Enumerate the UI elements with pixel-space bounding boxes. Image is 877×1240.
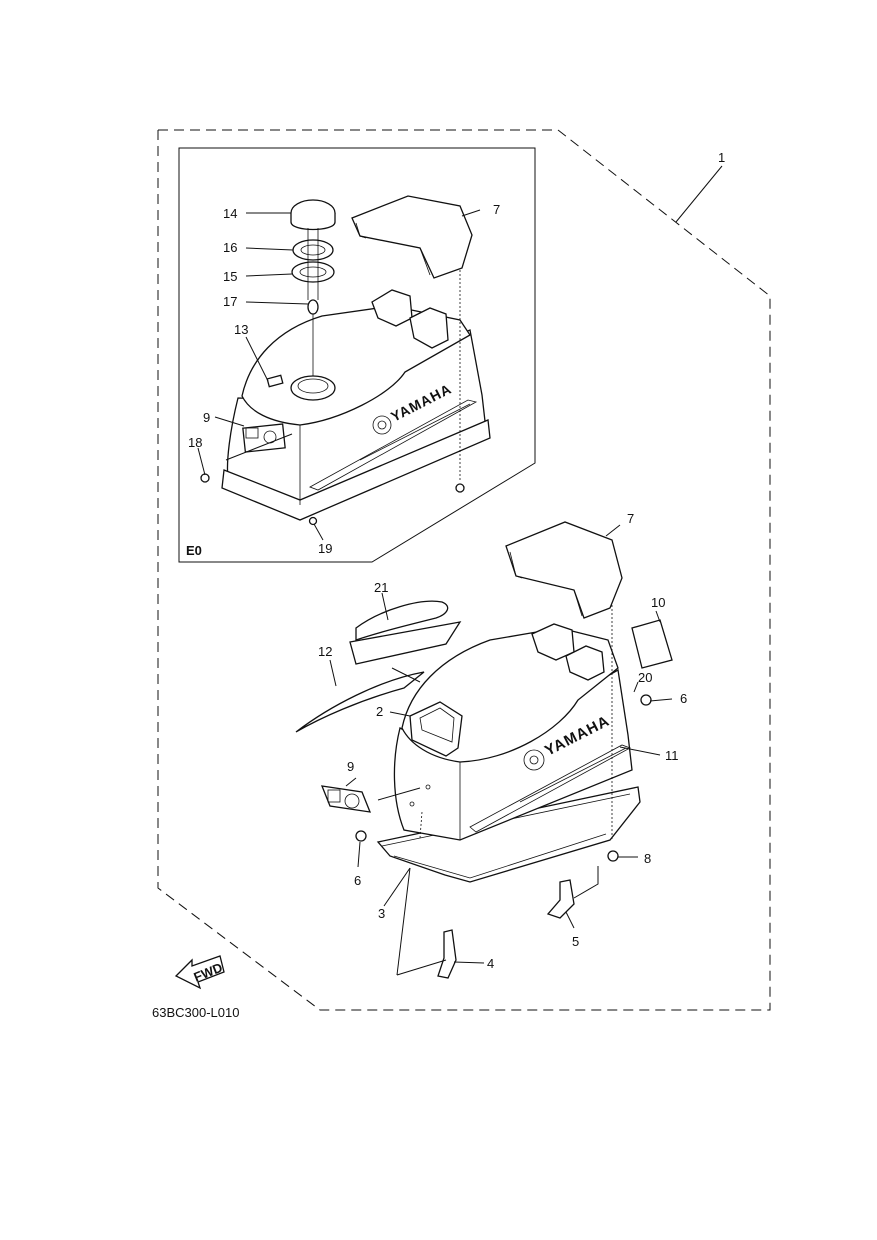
decal-12 <box>349 621 462 665</box>
callout-6-right: 6 <box>680 691 687 706</box>
callout-1: 1 <box>718 150 725 165</box>
inset-rear-lid <box>351 195 473 279</box>
callout-15: 15 <box>223 269 237 284</box>
callout-18: 18 <box>188 435 202 450</box>
callout-2: 2 <box>376 704 383 719</box>
assembly-boundary <box>157 129 771 1011</box>
figure-code: 63BC300-L010 <box>152 1005 239 1020</box>
inset-tag: E0 <box>186 543 202 558</box>
callout-17: 17 <box>223 294 237 309</box>
inset-frame <box>178 147 536 563</box>
screw-8 <box>607 850 619 862</box>
main-cowling: YAMAHA <box>376 585 641 883</box>
screw-6-right <box>640 694 652 706</box>
bracket-4 <box>437 929 457 979</box>
bracket-5 <box>546 879 575 919</box>
callout-10: 10 <box>651 595 665 610</box>
callout-11: 11 <box>665 748 679 763</box>
inset-filler-cap-stack <box>290 199 336 376</box>
callout-9-inset: 9 <box>203 410 210 425</box>
inset-cowling: YAMAHA <box>200 258 491 526</box>
main-rear-lid <box>505 521 623 619</box>
callout-21: 21 <box>374 580 388 595</box>
callout-8: 8 <box>644 851 651 866</box>
decal-10 <box>631 619 673 669</box>
callout-14: 14 <box>223 206 237 221</box>
callout-labels: 1 2 3 4 5 6 6 7 7 8 9 9 10 11 12 13 14 1… <box>186 150 725 971</box>
callout-6-left: 6 <box>354 873 361 888</box>
callout-5: 5 <box>572 934 579 949</box>
leader-lines <box>197 165 723 976</box>
callout-16: 16 <box>223 240 237 255</box>
callout-9-main: 9 <box>347 759 354 774</box>
callout-3: 3 <box>378 906 385 921</box>
callout-7-inset: 7 <box>493 202 500 217</box>
forward-arrow-icon: FWD <box>174 955 225 990</box>
screw-6-left <box>355 830 367 842</box>
model-badge-9 <box>320 785 372 813</box>
callout-19: 19 <box>318 541 332 556</box>
decal-21 <box>355 600 449 641</box>
callout-13: 13 <box>234 322 248 337</box>
callout-4: 4 <box>487 956 494 971</box>
decal-stripe-12 <box>295 671 425 733</box>
callout-20: 20 <box>638 670 652 685</box>
fwd-label: FWD <box>192 960 225 985</box>
callout-12: 12 <box>318 644 332 659</box>
callout-7-main: 7 <box>627 511 634 526</box>
